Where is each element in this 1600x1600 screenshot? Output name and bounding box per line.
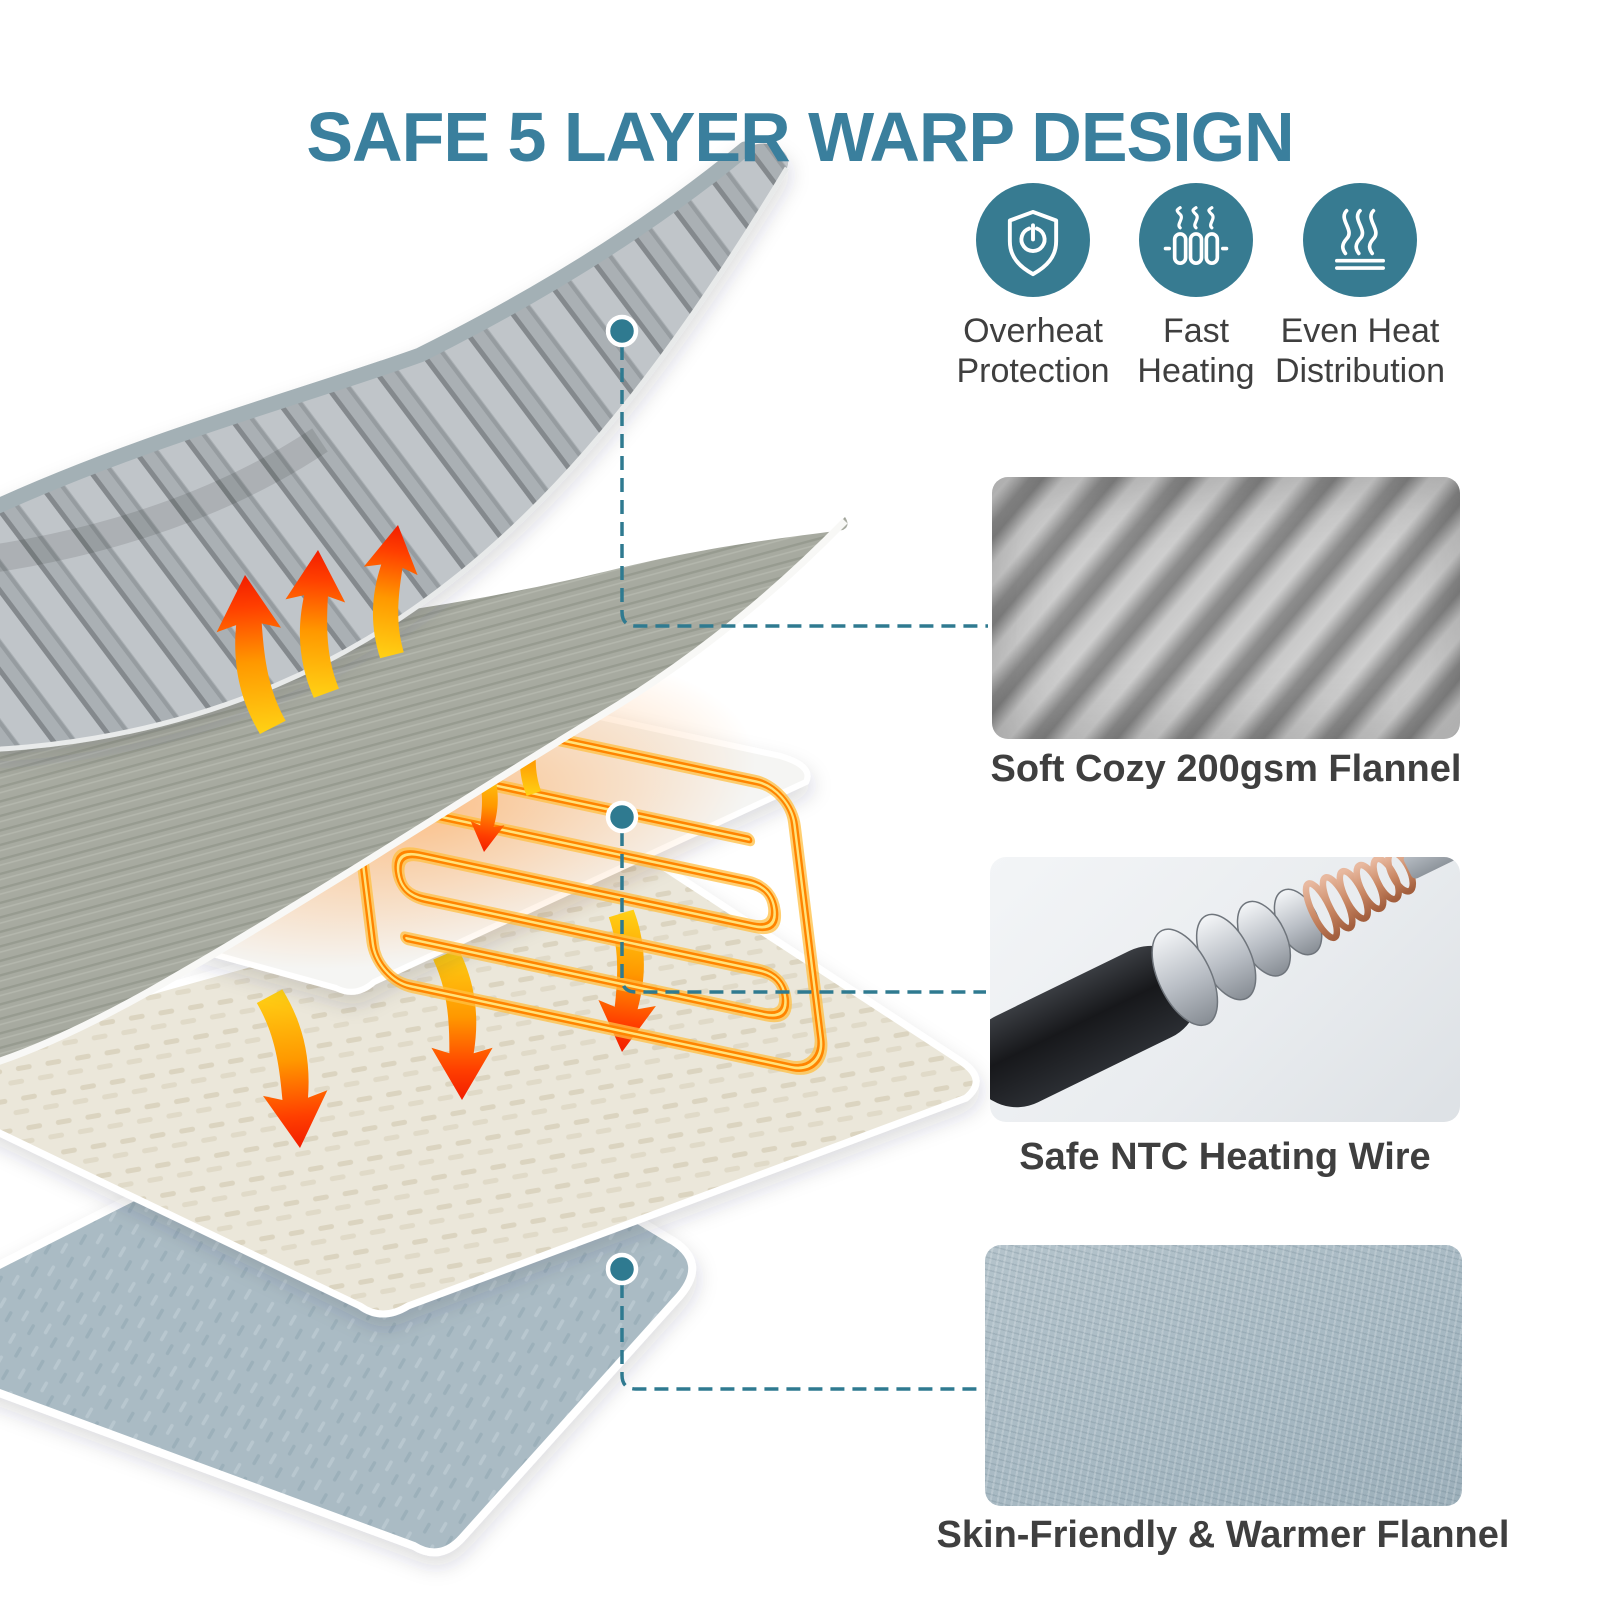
heating-elements-icon	[1163, 206, 1229, 265]
layer-top-flannel	[0, 141, 790, 752]
heating-wire-cutaway-image	[990, 857, 1460, 1108]
feature-even-heat-distribution: Even Heat Distribution	[1275, 183, 1472, 391]
swatch-caption: Skin-Friendly & Warmer Flannel	[936, 1514, 1510, 1556]
page-title: SAFE 5 LAYER WARP DESIGN	[306, 97, 1294, 176]
connector-line-top-flannel	[620, 346, 988, 628]
feature-circle	[1139, 183, 1253, 297]
swatch-blue-warm-flannel	[985, 1245, 1462, 1506]
swatch-caption: Safe NTC Heating Wire	[1019, 1136, 1431, 1178]
feature-circle	[976, 183, 1090, 297]
shield-power-icon	[1007, 210, 1059, 277]
swatch-gray-ribbed-flannel	[992, 477, 1460, 739]
connector-line-bottom-flannel	[620, 1284, 981, 1391]
feature-label: Fast Heating	[1137, 312, 1255, 391]
connector-dot-heating-wire	[605, 800, 639, 834]
connector-line-heating-wire	[620, 832, 986, 994]
connector-dot-bottom-flannel	[605, 1252, 639, 1286]
connector-dot-top-flannel	[605, 314, 639, 348]
feature-fast-heating: Fast Heating	[1137, 183, 1262, 391]
swatch-ntc-heating-wire	[990, 857, 1460, 1122]
feature-circle	[1303, 183, 1417, 297]
feature-label: Even Heat Distribution	[1274, 312, 1446, 391]
swatch-caption: Soft Cozy 200gsm Flannel	[990, 748, 1462, 790]
feature-label: Overheat Protection	[956, 312, 1110, 391]
heat-waves-icon	[1335, 208, 1385, 270]
feature-overheat-protection: Overheat Protection	[956, 183, 1128, 391]
